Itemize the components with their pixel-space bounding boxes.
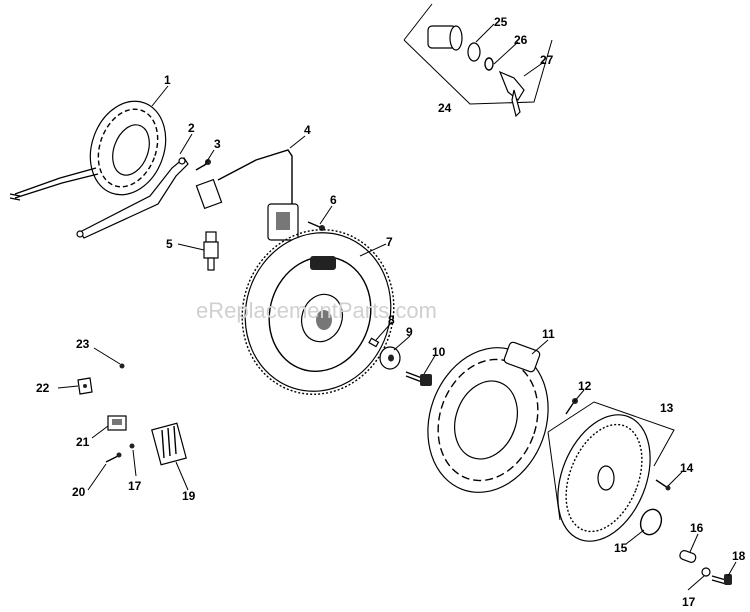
bracket-drawing bbox=[76, 157, 189, 239]
callout-17a: 17 bbox=[128, 479, 142, 493]
callout-11: 11 bbox=[542, 327, 555, 341]
connector-21-drawing bbox=[107, 415, 127, 431]
bolt-18-drawing bbox=[711, 574, 732, 585]
washer-17b-drawing bbox=[701, 567, 711, 577]
callout-25: 25 bbox=[494, 15, 508, 29]
callout-14: 14 bbox=[680, 461, 694, 475]
stator-drawing bbox=[9, 100, 167, 201]
callout-15: 15 bbox=[614, 541, 628, 555]
fan-drawing bbox=[427, 341, 549, 493]
screw-14-drawing bbox=[655, 479, 671, 491]
leader-lines bbox=[57, 23, 737, 591]
callout-7: 7 bbox=[386, 235, 393, 249]
callout-21: 21 bbox=[76, 435, 90, 449]
bolt-10-drawing bbox=[405, 371, 432, 386]
key-8-drawing bbox=[368, 337, 380, 348]
ring-15-drawing bbox=[639, 508, 663, 536]
callout-4: 4 bbox=[304, 123, 311, 137]
callout-23: 23 bbox=[76, 337, 90, 351]
callout-18: 18 bbox=[732, 549, 746, 563]
grass-screen-drawing bbox=[547, 401, 675, 542]
callout-3: 3 bbox=[214, 137, 221, 151]
callout-6: 6 bbox=[330, 193, 337, 207]
ignition-module-drawing bbox=[195, 149, 299, 241]
callout-5: 5 bbox=[166, 237, 173, 251]
callout-20: 20 bbox=[72, 485, 86, 499]
regulator-drawing bbox=[151, 422, 187, 466]
callout-8: 8 bbox=[388, 313, 395, 327]
screw-3-drawing bbox=[195, 159, 211, 171]
callout-2: 2 bbox=[188, 121, 195, 135]
spacer-16-drawing bbox=[679, 550, 697, 563]
callout-26: 26 bbox=[514, 33, 528, 47]
nut-17a-drawing bbox=[129, 443, 135, 449]
callouts: 1 2 3 4 5 6 7 8 9 10 11 12 13 14 15 16 1… bbox=[36, 15, 746, 609]
screw-12-drawing bbox=[565, 398, 578, 415]
callout-19: 19 bbox=[182, 489, 196, 503]
callout-17b: 17 bbox=[682, 595, 696, 609]
switch-assembly-drawing bbox=[403, 3, 553, 118]
watermark: eReplacementParts.com bbox=[196, 298, 437, 323]
callout-9: 9 bbox=[406, 325, 413, 339]
callout-1: 1 bbox=[164, 73, 171, 87]
callout-12: 12 bbox=[578, 379, 592, 393]
callout-24: 24 bbox=[438, 101, 452, 115]
washer-9-drawing bbox=[379, 346, 401, 370]
spark-plug-drawing bbox=[203, 231, 219, 271]
clip-22-drawing bbox=[77, 377, 93, 395]
screw-20-drawing bbox=[105, 452, 122, 463]
callout-10: 10 bbox=[432, 345, 446, 359]
screw-23-drawing bbox=[119, 363, 125, 369]
callout-22: 22 bbox=[36, 381, 50, 395]
callout-16: 16 bbox=[690, 521, 704, 535]
flywheel-drawing bbox=[241, 229, 395, 395]
callout-13: 13 bbox=[660, 401, 674, 415]
callout-27: 27 bbox=[540, 53, 554, 67]
